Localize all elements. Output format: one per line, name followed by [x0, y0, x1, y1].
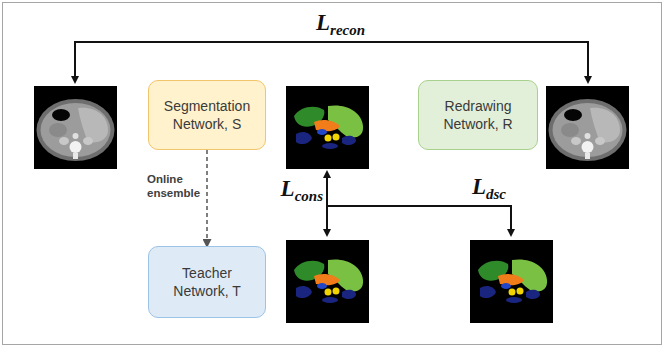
loss-subscript: recon [330, 22, 365, 38]
process-box: Redrawing Network, R [418, 80, 538, 150]
process-box: Segmentation Network, S [148, 80, 266, 150]
cons-loss-line [326, 172, 328, 235]
teacher-segmentation [286, 240, 369, 323]
redrawn-ct-image [546, 86, 629, 169]
dashed-arrow [206, 150, 208, 246]
loss-label: Ldsc [472, 174, 506, 203]
loss-symbol: L [472, 174, 486, 199]
ground-truth-segmentation [470, 240, 553, 323]
loss-label: Lrecon [316, 10, 365, 39]
predicted-segmentation [286, 86, 369, 169]
loss-subscript: cons [295, 188, 323, 204]
process-box: Teacher Network, T [148, 246, 266, 318]
input-ct-image [34, 86, 117, 169]
loss-symbol: L [316, 10, 330, 35]
box-label: Redrawing Network, R [427, 97, 529, 133]
box-label: Teacher Network, T [157, 264, 257, 300]
loss-subscript: dsc [486, 186, 506, 202]
edge-label: Online ensemble [147, 172, 203, 201]
loss-symbol: L [281, 176, 295, 201]
loss-label: Lcons [281, 176, 323, 205]
dsc-loss-line [327, 206, 511, 235]
recon-loss-line [75, 42, 588, 82]
box-label: Segmentation Network, S [157, 97, 257, 133]
